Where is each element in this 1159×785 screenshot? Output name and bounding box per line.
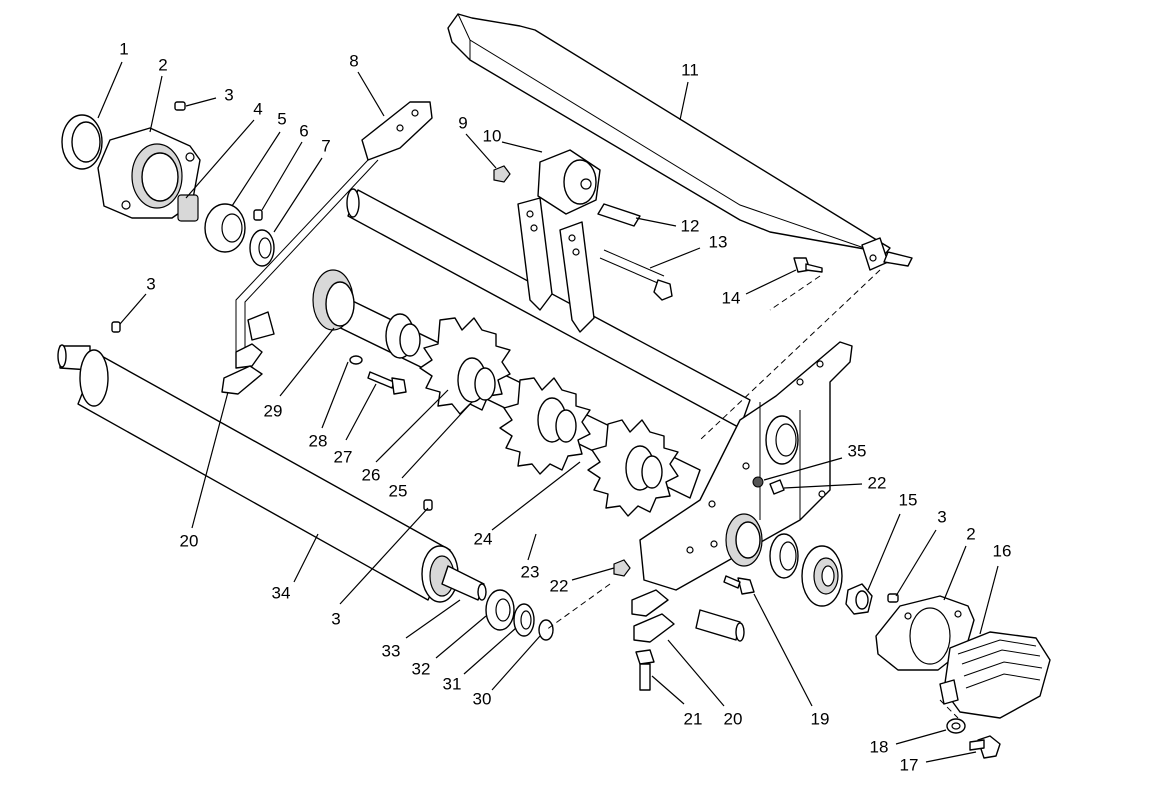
callout-28: 28 <box>309 431 328 450</box>
callout-20: 20 <box>180 531 199 550</box>
assembly-lines <box>545 269 959 719</box>
callout-3: 3 <box>331 609 340 628</box>
callout-13: 13 <box>709 232 728 251</box>
callout-26: 26 <box>362 465 381 484</box>
callout-35: 35 <box>848 441 867 460</box>
idler-assembly <box>493 149 673 333</box>
callout-21: 21 <box>684 709 703 728</box>
callout-7: 7 <box>321 136 330 155</box>
callout-25: 25 <box>389 481 408 500</box>
bolt-14 <box>793 257 823 273</box>
callout-22: 22 <box>550 576 569 595</box>
callout-3: 3 <box>224 85 233 104</box>
callout-23: 23 <box>521 562 540 581</box>
callout-3: 3 <box>937 507 946 526</box>
callout-27: 27 <box>334 447 353 466</box>
callout-31: 31 <box>443 674 462 693</box>
right-bearing-group <box>769 533 1051 759</box>
frame-bar <box>447 13 913 271</box>
callout-12: 12 <box>681 216 700 235</box>
callout-34: 34 <box>272 583 291 602</box>
callout-2: 2 <box>966 524 975 543</box>
callout-33: 33 <box>382 641 401 660</box>
left-bearing-group <box>61 101 275 267</box>
callout-19: 19 <box>811 709 830 728</box>
nut-22 <box>613 559 631 577</box>
callout-15: 15 <box>899 490 918 509</box>
callout-labels: 1 2 3 4 5 6 7 8 9 10 11 12 13 14 3 29 28… <box>119 39 1011 774</box>
callout-32: 32 <box>412 659 431 678</box>
callout-8: 8 <box>349 51 358 70</box>
front-bearing-group <box>485 589 554 641</box>
callout-18: 18 <box>870 737 889 756</box>
callout-20: 20 <box>724 709 743 728</box>
bolts-19-21 <box>635 575 755 691</box>
callout-30: 30 <box>473 689 492 708</box>
callout-3: 3 <box>146 274 155 293</box>
main-shaft <box>312 269 701 517</box>
callout-5: 5 <box>277 109 286 128</box>
callout-4: 4 <box>253 99 262 118</box>
callout-16: 16 <box>993 541 1012 560</box>
callout-2: 2 <box>158 55 167 74</box>
left-side-plate <box>221 101 433 395</box>
callout-24: 24 <box>474 529 493 548</box>
right-side-plate <box>631 341 853 643</box>
callout-6: 6 <box>299 121 308 140</box>
callout-11: 11 <box>681 60 699 79</box>
front-roller <box>57 321 487 603</box>
back-tube <box>346 188 751 429</box>
callout-17: 17 <box>900 755 919 774</box>
callout-1: 1 <box>119 39 128 58</box>
leader-lines <box>97 61 999 763</box>
bolt-27 <box>349 355 407 395</box>
callout-9: 9 <box>458 113 467 132</box>
callout-29: 29 <box>264 401 283 420</box>
callout-14: 14 <box>722 288 741 307</box>
callout-10: 10 <box>483 126 502 145</box>
callout-22: 22 <box>868 473 887 492</box>
